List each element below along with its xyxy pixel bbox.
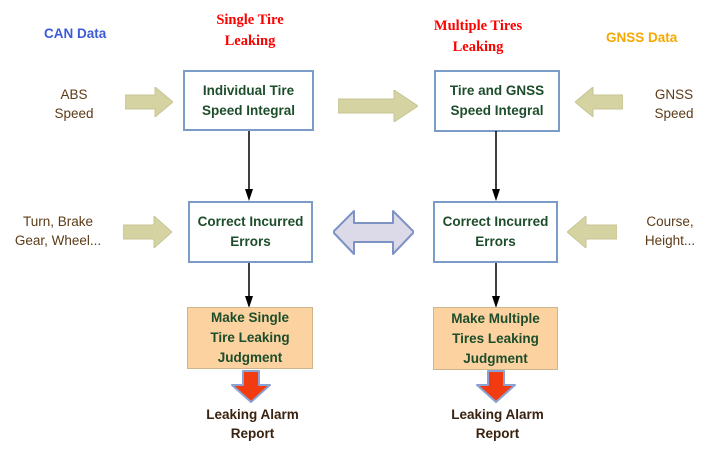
right-arrow-icon <box>123 216 172 248</box>
leaking-alarm-report-left-line2: Report <box>230 426 275 441</box>
can-signals-label-line1: Turn, Brake <box>22 214 94 229</box>
leaking-alarm-report-right-line2: Report <box>475 426 520 441</box>
single-tire-leaking-heading: Single Tire Leaking <box>185 10 315 52</box>
make-multiple-tires-leaking-judgment-line3: Judgment <box>463 350 528 366</box>
leaking-alarm-report-right-label: Leaking Alarm Report <box>435 405 560 443</box>
make-multiple-tires-leaking-judgment-line2: Tires Leaking <box>452 330 539 346</box>
gnss-data-label: GNSS Data <box>606 30 678 45</box>
individual-tire-speed-integral-line2: Speed Integral <box>201 102 296 118</box>
individual-tire-speed-integral-line1: Individual Tire <box>202 82 295 98</box>
make-multiple-tires-leaking-judgment-box: Make Multiple Tires Leaking Judgment <box>433 307 558 370</box>
down-connector-arrow-icon <box>492 131 500 201</box>
can-signals-label: Turn, Brake Gear, Wheel... <box>6 212 110 250</box>
tire-and-gnss-speed-integral-line1: Tire and GNSS <box>449 83 545 98</box>
single-tire-leaking-heading-line2: Leaking <box>224 33 276 49</box>
multiple-tires-leaking-heading-line2: Leaking <box>452 39 504 55</box>
abs-speed-label-line2: Speed <box>54 106 94 121</box>
left-arrow-icon <box>575 87 623 117</box>
gnss-signals-label-line1: Course, <box>646 214 694 229</box>
right-arrow-icon <box>338 90 418 122</box>
make-single-tire-leaking-judgment-box: Make Single Tire Leaking Judgment <box>187 307 313 369</box>
leaking-alarm-report-left-line1: Leaking Alarm <box>206 407 299 422</box>
correct-incurred-errors-right-line1: Correct Incurred <box>442 214 549 229</box>
multiple-tires-leaking-heading-line1: Multiple Tires <box>433 18 523 34</box>
correct-incurred-errors-left-line2: Errors <box>230 234 271 249</box>
correct-incurred-errors-left-line1: Correct Incurred <box>197 214 304 229</box>
multiple-tires-leaking-heading: Multiple Tires Leaking <box>413 16 543 58</box>
gnss-speed-label: GNSS Speed <box>634 85 714 123</box>
correct-incurred-errors-right-line2: Errors <box>475 234 516 249</box>
left-arrow-icon <box>567 216 617 248</box>
single-tire-leaking-heading-line1: Single Tire <box>216 12 284 28</box>
correct-incurred-errors-right-box: Correct Incurred Errors <box>433 201 558 263</box>
right-arrow-icon <box>125 87 173 117</box>
gnss-signals-label-line2: Height... <box>644 233 696 248</box>
can-signals-label-line2: Gear, Wheel... <box>14 233 102 248</box>
abs-speed-label: ABS Speed <box>34 85 114 123</box>
correct-incurred-errors-left-box: Correct Incurred Errors <box>188 201 313 263</box>
red-down-arrow-icon <box>231 370 271 403</box>
make-single-tire-leaking-judgment-line2: Tire Leaking <box>210 330 290 345</box>
down-connector-arrow-icon <box>245 263 253 308</box>
individual-tire-speed-integral-box: Individual Tire Speed Integral <box>183 70 314 131</box>
tire-and-gnss-speed-integral-line2: Speed Integral <box>450 103 544 118</box>
leaking-alarm-report-right-line1: Leaking Alarm <box>451 407 544 422</box>
make-single-tire-leaking-judgment-line1: Make Single <box>210 310 290 325</box>
down-connector-arrow-icon <box>245 131 253 201</box>
tire-and-gnss-speed-integral-box: Tire and GNSS Speed Integral <box>434 70 560 132</box>
leaking-alarm-report-left-label: Leaking Alarm Report <box>190 405 315 443</box>
bidirectional-arrow-icon <box>333 210 414 255</box>
can-data-label: CAN Data <box>44 26 107 41</box>
gnss-speed-label-line1: GNSS <box>654 87 694 102</box>
gnss-speed-label-line2: Speed <box>654 106 694 121</box>
make-multiple-tires-leaking-judgment-line1: Make Multiple <box>451 310 540 326</box>
down-connector-arrow-icon <box>492 263 500 308</box>
red-down-arrow-icon <box>476 370 516 403</box>
abs-speed-label-line1: ABS <box>60 87 88 102</box>
gnss-signals-label: Course, Height... <box>630 212 710 250</box>
make-single-tire-leaking-judgment-line3: Judgment <box>217 350 283 365</box>
